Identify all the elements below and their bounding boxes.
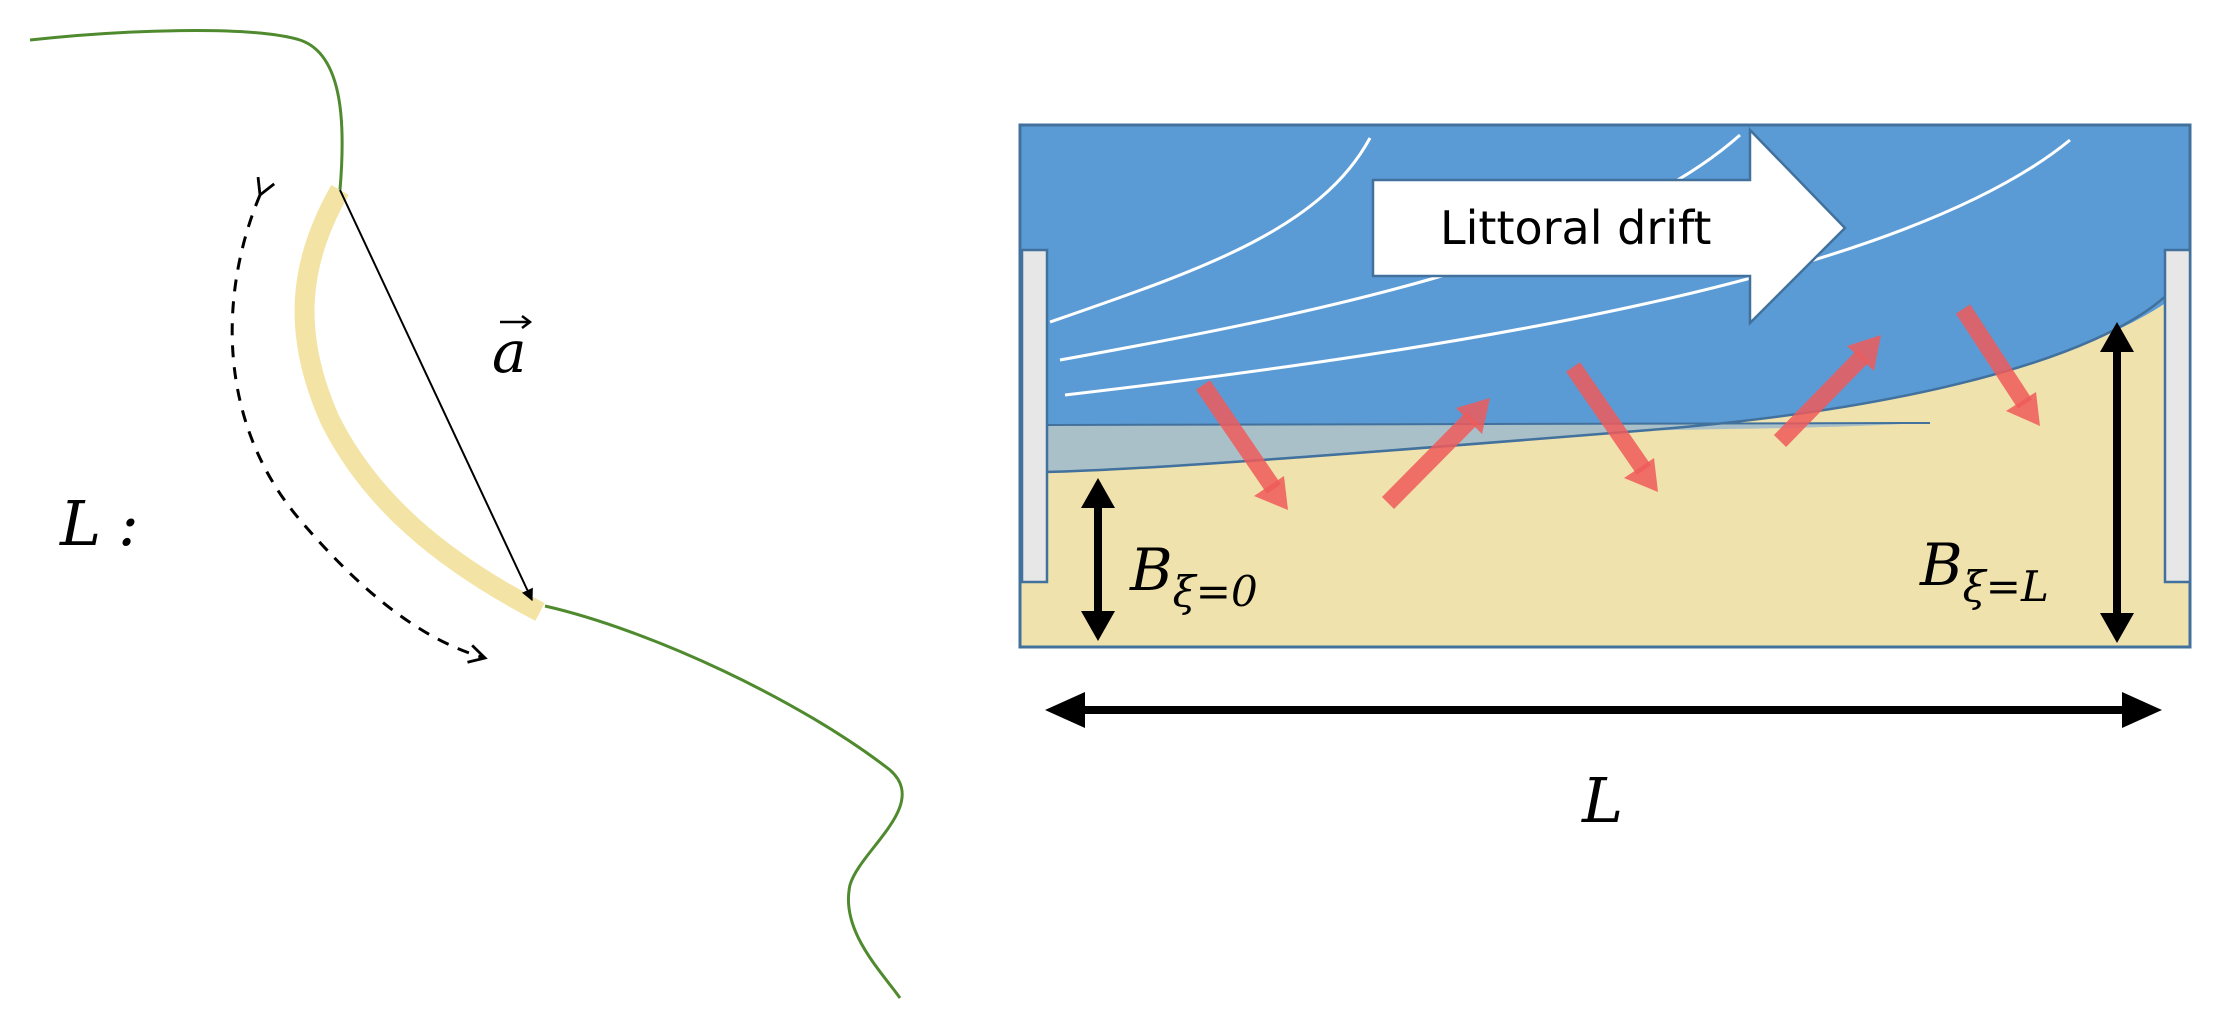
- beach-width-left-label: Bξ=0: [1129, 536, 1258, 616]
- wave-crest-line: [1049, 137, 1372, 324]
- domain-length-arrow: [1045, 692, 2162, 728]
- transport-arrow-up: [1381, 398, 1490, 509]
- shallow-strip: [1045, 423, 1920, 472]
- shoreline: [1044, 291, 2171, 474]
- right-panel: Littoral drift: [1018, 123, 2192, 837]
- coastline-upper: [29, 29, 344, 191]
- vector-a-overarrow-icon: [500, 315, 533, 329]
- coastline-lower: [544, 604, 904, 999]
- arc-length-colon: :: [118, 487, 139, 560]
- transport-arrow-down: [1566, 362, 1658, 492]
- left-panel: a L :: [29, 29, 904, 999]
- arc-length-label: L: [59, 487, 101, 560]
- beach-width-left-arrow: [1081, 478, 1115, 641]
- transport-arrow-down: [1955, 304, 2040, 426]
- right-groin: [2163, 248, 2192, 584]
- wave-crest-line: [1064, 138, 2071, 397]
- coastline-segment-highlight: [294, 185, 545, 621]
- transport-arrow-up: [1773, 335, 1881, 447]
- sea-region: [1020, 125, 2190, 472]
- arc-length-dashed-arrow: [230, 176, 488, 664]
- beach-width-right-arrow: [2100, 322, 2134, 643]
- left-groin: [1020, 248, 1049, 584]
- shallow-strip-edge: [1044, 422, 1931, 426]
- littoral-drift-label: Littoral drift: [1440, 201, 1711, 255]
- sediment-transport-arrows: [1195, 304, 2040, 510]
- littoral-drift-arrow: [1371, 126, 1847, 327]
- vector-a-label: a: [492, 318, 527, 386]
- transport-arrow-down: [1195, 380, 1288, 510]
- domain-length-label: L: [1581, 764, 1623, 837]
- beach-width-right-label: Bξ=L: [1919, 531, 2049, 611]
